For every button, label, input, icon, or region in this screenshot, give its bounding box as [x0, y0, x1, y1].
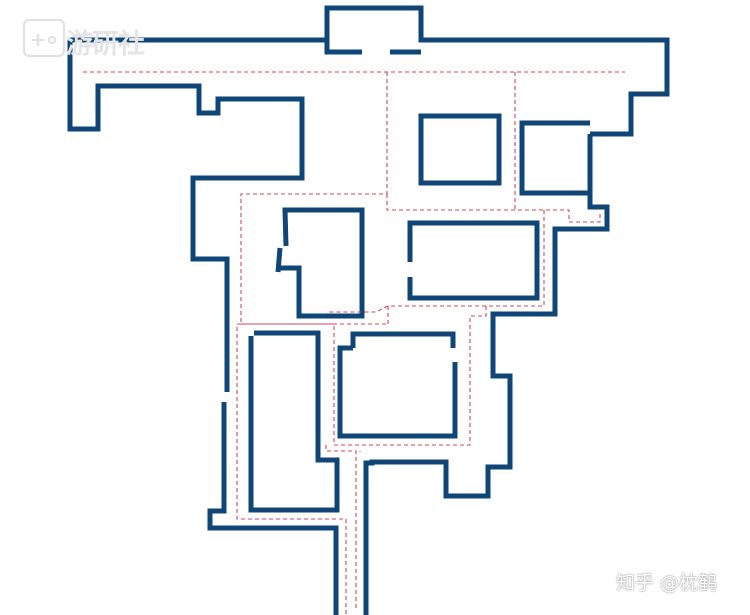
outer-wall-topleft [67, 37, 327, 392]
gamepad-icon [22, 18, 66, 58]
author-credit: 知乎 @枕鹤 [616, 572, 718, 594]
watermark-logo-text: 游研社 [66, 29, 145, 60]
room-e [248, 330, 340, 513]
room-b [276, 207, 365, 319]
room-c [407, 220, 540, 301]
room-a [418, 113, 502, 186]
route-lower-left [236, 323, 347, 615]
route-mid-horizontal [386, 194, 601, 223]
route-lower-loop [326, 305, 389, 313]
room-b-door [275, 247, 283, 273]
room-d [337, 331, 458, 439]
route-lower-mid [325, 445, 361, 610]
route-inner-loop [241, 306, 487, 446]
route-center-vertical [240, 72, 388, 325]
outer-wall-left-lower [207, 402, 339, 615]
outer-wall-top [324, 5, 670, 137]
outer-wall-right-b [363, 193, 610, 615]
outer-wall-right [519, 120, 593, 196]
route-right-room-loop [387, 210, 545, 324]
